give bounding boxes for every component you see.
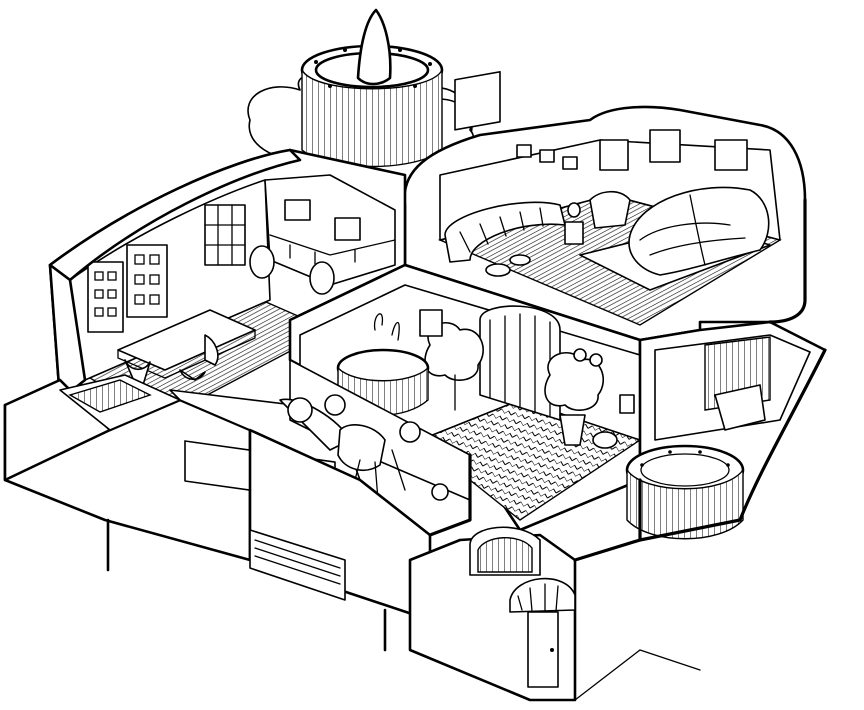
entry bbox=[408, 526, 701, 702]
bedroom-window-1 bbox=[454, 71, 501, 131]
garden-atrium bbox=[288, 263, 642, 532]
shelf-grid bbox=[204, 204, 246, 266]
control-panel-2 bbox=[126, 244, 168, 318]
outer-walls bbox=[428, 198, 827, 562]
bedroom-frame-small-3 bbox=[562, 156, 578, 170]
entry-awning bbox=[509, 577, 576, 613]
bedroom-frame-small-1 bbox=[516, 144, 532, 158]
atrium-stool bbox=[592, 431, 618, 449]
fountain-spire bbox=[356, 8, 392, 86]
bed-blanket bbox=[628, 186, 770, 276]
pilot-chair-1 bbox=[249, 245, 275, 279]
bedroom bbox=[403, 71, 807, 342]
atrium-frame-1 bbox=[419, 309, 443, 337]
bedroom-frame-3 bbox=[714, 139, 748, 171]
chair-2 bbox=[179, 369, 206, 381]
bedroom-frame-1 bbox=[599, 139, 629, 171]
bathroom bbox=[625, 320, 827, 542]
console-screen-1 bbox=[284, 199, 311, 221]
topiary-tree-2 bbox=[544, 351, 604, 446]
striped-awning-left bbox=[68, 379, 152, 413]
chair-3 bbox=[204, 334, 219, 366]
nightstand bbox=[564, 221, 584, 245]
topiary-tree-1 bbox=[424, 321, 484, 411]
armchair bbox=[589, 190, 631, 229]
chair-1 bbox=[124, 359, 151, 396]
fountain-tower bbox=[247, 8, 475, 168]
sink-vanity bbox=[714, 384, 766, 431]
entry-stairs bbox=[477, 537, 533, 573]
console-screen-2 bbox=[334, 217, 361, 241]
bedroom-frame-small-2 bbox=[539, 149, 555, 163]
lamp bbox=[567, 202, 581, 218]
bedroom-frame-2 bbox=[649, 129, 681, 163]
side-table bbox=[485, 263, 511, 277]
control-panel-1 bbox=[87, 261, 124, 333]
pilot-chair-2 bbox=[309, 261, 335, 295]
